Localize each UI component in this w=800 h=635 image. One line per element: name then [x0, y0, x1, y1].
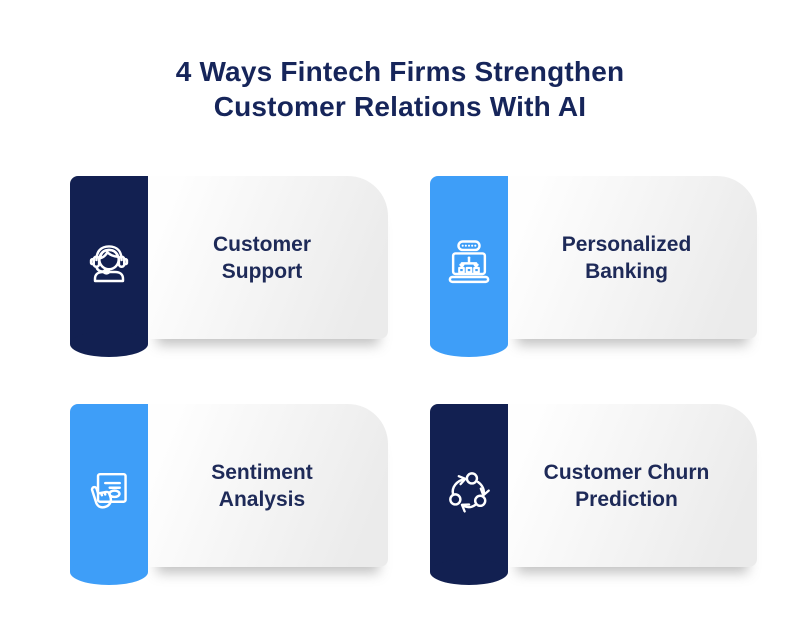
card-label: Customer Support: [213, 231, 323, 285]
card-label: Customer Churn Prediction: [544, 459, 722, 513]
card-label-line: Prediction: [575, 487, 678, 511]
laptop-flowchart-icon: [448, 240, 490, 284]
page-title-line1: 4 Ways Fintech Firms Strengthen: [175, 56, 625, 87]
card-panel-customer-churn-prediction: Customer Churn Prediction: [508, 404, 757, 567]
card-tab-sentiment-analysis: [70, 404, 148, 585]
card-panel-personalized-banking: Personalized Banking: [508, 176, 757, 339]
card-customer-churn-prediction: Customer Churn Prediction: [430, 404, 757, 585]
card-label: Personalized Banking: [562, 231, 704, 285]
card-customer-support: Customer Support: [70, 176, 388, 357]
card-label-line: Support: [221, 259, 303, 283]
page-title-line2: Customer Relations With AI: [213, 91, 587, 122]
card-personalized-banking: Personalized Banking: [430, 176, 757, 357]
card-label-line: Sentiment: [211, 460, 313, 484]
card-label: Sentiment Analysis: [211, 459, 325, 513]
card-panel-customer-support: Customer Support: [148, 176, 388, 339]
card-panel-sentiment-analysis: Sentiment Analysis: [148, 404, 388, 567]
card-label-line: Personalized: [561, 232, 692, 256]
headset-agent-icon: [89, 245, 129, 283]
card-label-line: Banking: [585, 259, 668, 283]
card-label-line: Customer: [212, 232, 312, 256]
card-tab-personalized-banking: [430, 176, 508, 357]
page-title: 4 Ways Fintech Firms Strengthen Customer…: [0, 0, 800, 124]
card-label-line: Analysis: [218, 487, 306, 511]
hand-feedback-icon: [90, 472, 127, 509]
card-tab-customer-churn-prediction: [430, 404, 508, 585]
cards-grid: Customer Support: [70, 176, 800, 585]
card-tab-customer-support: [70, 176, 148, 357]
card-sentiment-analysis: Sentiment Analysis: [70, 404, 388, 585]
cycle-arrows-icon: [449, 472, 490, 513]
card-label-line: Customer Churn: [543, 460, 710, 484]
